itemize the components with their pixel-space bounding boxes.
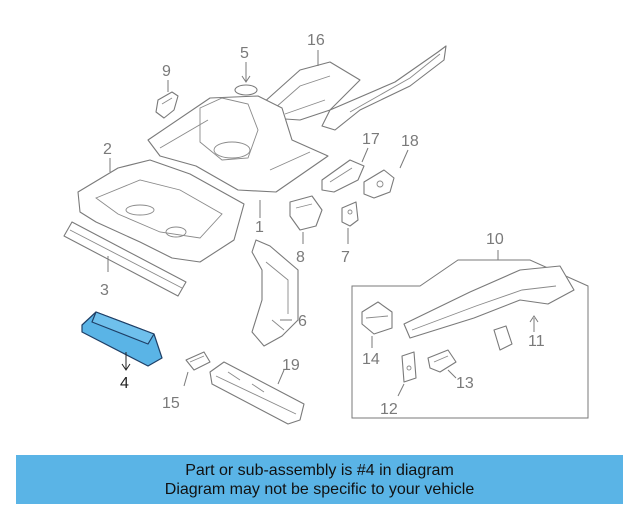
callout-9: 9 bbox=[162, 63, 171, 80]
part-16[interactable] bbox=[261, 45, 447, 131]
callout-4: 4 bbox=[120, 375, 129, 392]
callout-7: 7 bbox=[341, 249, 350, 266]
part-6[interactable] bbox=[251, 239, 299, 347]
callout-1: 1 bbox=[255, 219, 264, 236]
callout-12: 12 bbox=[380, 401, 398, 418]
part-7[interactable] bbox=[341, 201, 359, 244]
callout-6: 6 bbox=[298, 313, 307, 330]
callout-14: 14 bbox=[362, 351, 380, 368]
part-14[interactable] bbox=[361, 301, 393, 348]
callout-8: 8 bbox=[296, 249, 305, 266]
callout-13: 13 bbox=[456, 375, 474, 392]
part-15[interactable] bbox=[183, 351, 211, 387]
callout-2: 2 bbox=[103, 141, 112, 158]
part-1[interactable] bbox=[147, 95, 329, 218]
part-11-bracket[interactable] bbox=[493, 325, 513, 351]
part-4[interactable] bbox=[81, 311, 163, 371]
part-3[interactable] bbox=[63, 221, 187, 297]
part-8[interactable] bbox=[289, 195, 323, 244]
banner-line-1: Part or sub-assembly is #4 in diagram bbox=[185, 461, 454, 479]
part-18[interactable] bbox=[363, 149, 409, 199]
info-banner: Part or sub-assembly is #4 in diagram Di… bbox=[16, 455, 623, 504]
banner-line-2: Diagram may not be specific to your vehi… bbox=[164, 480, 475, 498]
callout-3: 3 bbox=[100, 282, 109, 299]
callout-16: 16 bbox=[307, 32, 325, 49]
callout-18: 18 bbox=[401, 133, 419, 150]
callout-15: 15 bbox=[162, 395, 180, 412]
part-11[interactable] bbox=[403, 265, 575, 339]
info-banner-bg bbox=[16, 455, 623, 504]
part-5[interactable] bbox=[234, 62, 258, 96]
callout-5: 5 bbox=[240, 45, 249, 62]
callout-17: 17 bbox=[362, 131, 380, 148]
part-17[interactable] bbox=[321, 147, 369, 193]
part-19[interactable] bbox=[209, 361, 305, 425]
part-12[interactable] bbox=[397, 351, 417, 397]
part-2[interactable] bbox=[77, 158, 245, 263]
callout-19: 19 bbox=[282, 357, 300, 374]
part-13[interactable] bbox=[427, 349, 457, 379]
callout-11: 11 bbox=[528, 333, 545, 350]
callout-10: 10 bbox=[486, 231, 504, 248]
part-9[interactable] bbox=[155, 80, 179, 119]
